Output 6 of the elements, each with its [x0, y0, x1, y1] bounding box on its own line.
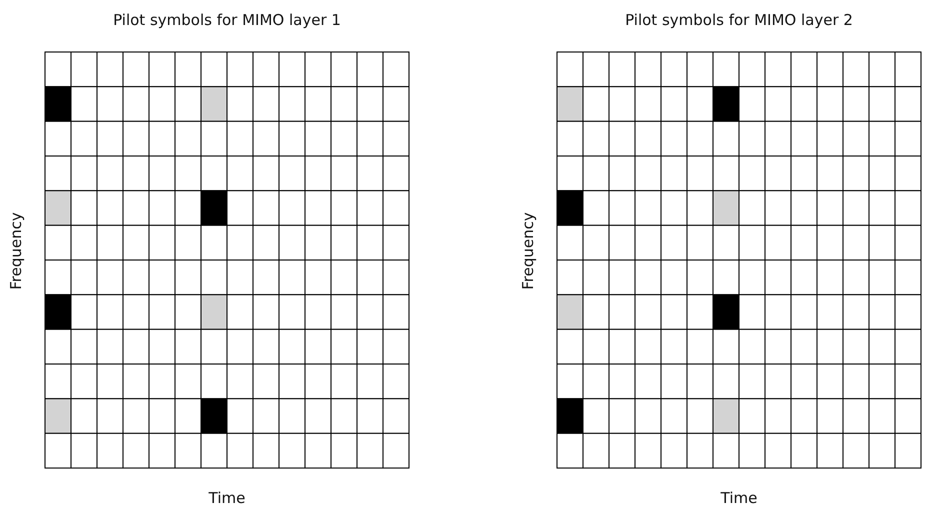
- chart-title: Pilot symbols for MIMO layer 1: [113, 11, 341, 29]
- axis-label: Time: [208, 489, 246, 507]
- axis-label: Frequency: [519, 212, 537, 290]
- chart-title: Pilot symbols for MIMO layer 2: [625, 11, 853, 29]
- axis-label: Frequency: [7, 212, 25, 290]
- axis-label: Time: [720, 489, 758, 507]
